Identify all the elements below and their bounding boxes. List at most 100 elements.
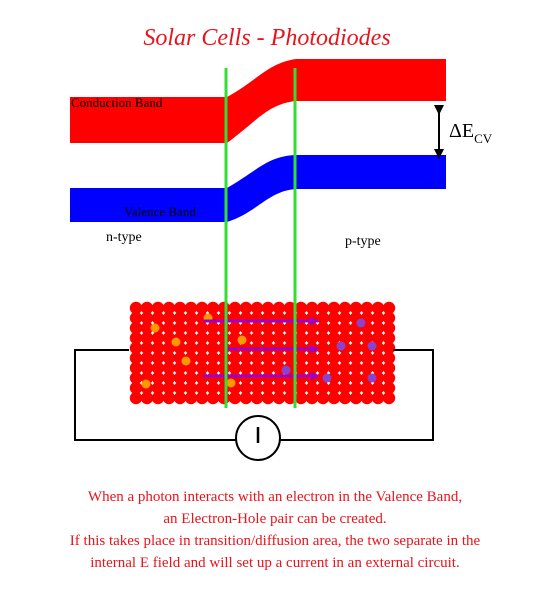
lattice-atom [261, 391, 275, 405]
lattice-atom [272, 321, 286, 335]
lattice-atom [272, 351, 286, 365]
lattice-atom [349, 371, 363, 385]
lattice-atom [151, 381, 165, 395]
lattice-atom [151, 371, 165, 385]
lattice-atom [349, 381, 363, 395]
circuit-wire-left [74, 349, 236, 441]
conduction-band-label: Conduction Band [71, 95, 163, 110]
lattice-atom [173, 301, 187, 315]
lattice-atom [151, 341, 165, 355]
band-gap-label: ΔECV [449, 120, 493, 146]
lattice-atom [261, 331, 275, 345]
lattice-atom [316, 381, 330, 395]
lattice-atom [173, 381, 187, 395]
lattice-atom [162, 351, 176, 365]
lattice-atom [371, 391, 385, 405]
lattice-atom [129, 321, 143, 335]
atom-lattice [129, 301, 396, 405]
lattice-atom [338, 381, 352, 395]
lattice-atom [195, 331, 209, 345]
lattice-atom [283, 301, 297, 315]
lattice-atom [349, 331, 363, 345]
lattice-atom [129, 351, 143, 365]
lattice-atom [228, 321, 242, 335]
hole [281, 365, 291, 375]
lattice-atom [184, 321, 198, 335]
lattice-atom [239, 361, 253, 375]
lattice-atom [151, 311, 165, 325]
lattice-atom [261, 321, 275, 335]
lattice-atom [140, 321, 154, 335]
lattice-atom [151, 391, 165, 405]
band-gap-symbol: ΔE [449, 120, 474, 142]
lattice-atom [371, 331, 385, 345]
lattice-atom [239, 321, 253, 335]
lattice-atom [250, 381, 264, 395]
lattice-atom [382, 311, 396, 325]
lattice-atom [272, 331, 286, 345]
lattice-atom [195, 341, 209, 355]
lattice-atom [140, 301, 154, 315]
lattice-atom [382, 331, 396, 345]
lattice-atom [162, 321, 176, 335]
lattice-atom [261, 301, 275, 315]
lattice-atom [316, 331, 330, 345]
conduction-band [70, 59, 446, 143]
lattice-atom [382, 391, 396, 405]
lattice-atom [382, 341, 396, 355]
lattice-atom [228, 391, 242, 405]
lattice-atom [140, 341, 154, 355]
hole [322, 373, 332, 383]
lattice-atom [360, 391, 374, 405]
electron [237, 335, 247, 345]
carriers [141, 313, 377, 389]
lattice-atom [129, 341, 143, 355]
external-circuit [74, 349, 434, 441]
lattice-atom [195, 351, 209, 365]
lattice-atom [151, 301, 165, 315]
lattice-atom [327, 331, 341, 345]
lattice-atom [151, 361, 165, 375]
hole [367, 341, 377, 351]
lattice-atom [338, 301, 352, 315]
lattice-atom [327, 361, 341, 375]
electron [226, 378, 236, 388]
lattice-atom [151, 331, 165, 345]
lattice-atom [360, 361, 374, 375]
lattice-atom [294, 321, 308, 335]
lattice-atom [283, 351, 297, 365]
lattice-atom [305, 381, 319, 395]
lattice-atom [382, 321, 396, 335]
lattice-atom [250, 331, 264, 345]
lattice-atom [294, 381, 308, 395]
lattice-atom [129, 331, 143, 345]
lattice-atom [206, 301, 220, 315]
lattice-atom [316, 361, 330, 375]
lattice-atom [261, 351, 275, 365]
lattice-atom [129, 361, 143, 375]
lattice-atom [327, 381, 341, 395]
lattice-atom [162, 301, 176, 315]
lattice-atom [371, 381, 385, 395]
lattice-atom [206, 341, 220, 355]
lattice-atom [349, 301, 363, 315]
lattice-atom [173, 391, 187, 405]
electron [181, 356, 191, 366]
lattice-atom [382, 371, 396, 385]
lattice-atom [162, 371, 176, 385]
lattice-atom [184, 371, 198, 385]
lattice-atom [184, 301, 198, 315]
lattice-atom [283, 321, 297, 335]
lattice-atom [338, 391, 352, 405]
lattice-atom [195, 301, 209, 315]
lattice-atom [250, 391, 264, 405]
lattice-atom [140, 351, 154, 365]
lattice-atom [206, 381, 220, 395]
lattice-atom [228, 351, 242, 365]
lattice-atom [360, 331, 374, 345]
lattice-atom [294, 331, 308, 345]
lattice-atom [382, 301, 396, 315]
lattice-atom [195, 381, 209, 395]
hole [356, 318, 366, 328]
